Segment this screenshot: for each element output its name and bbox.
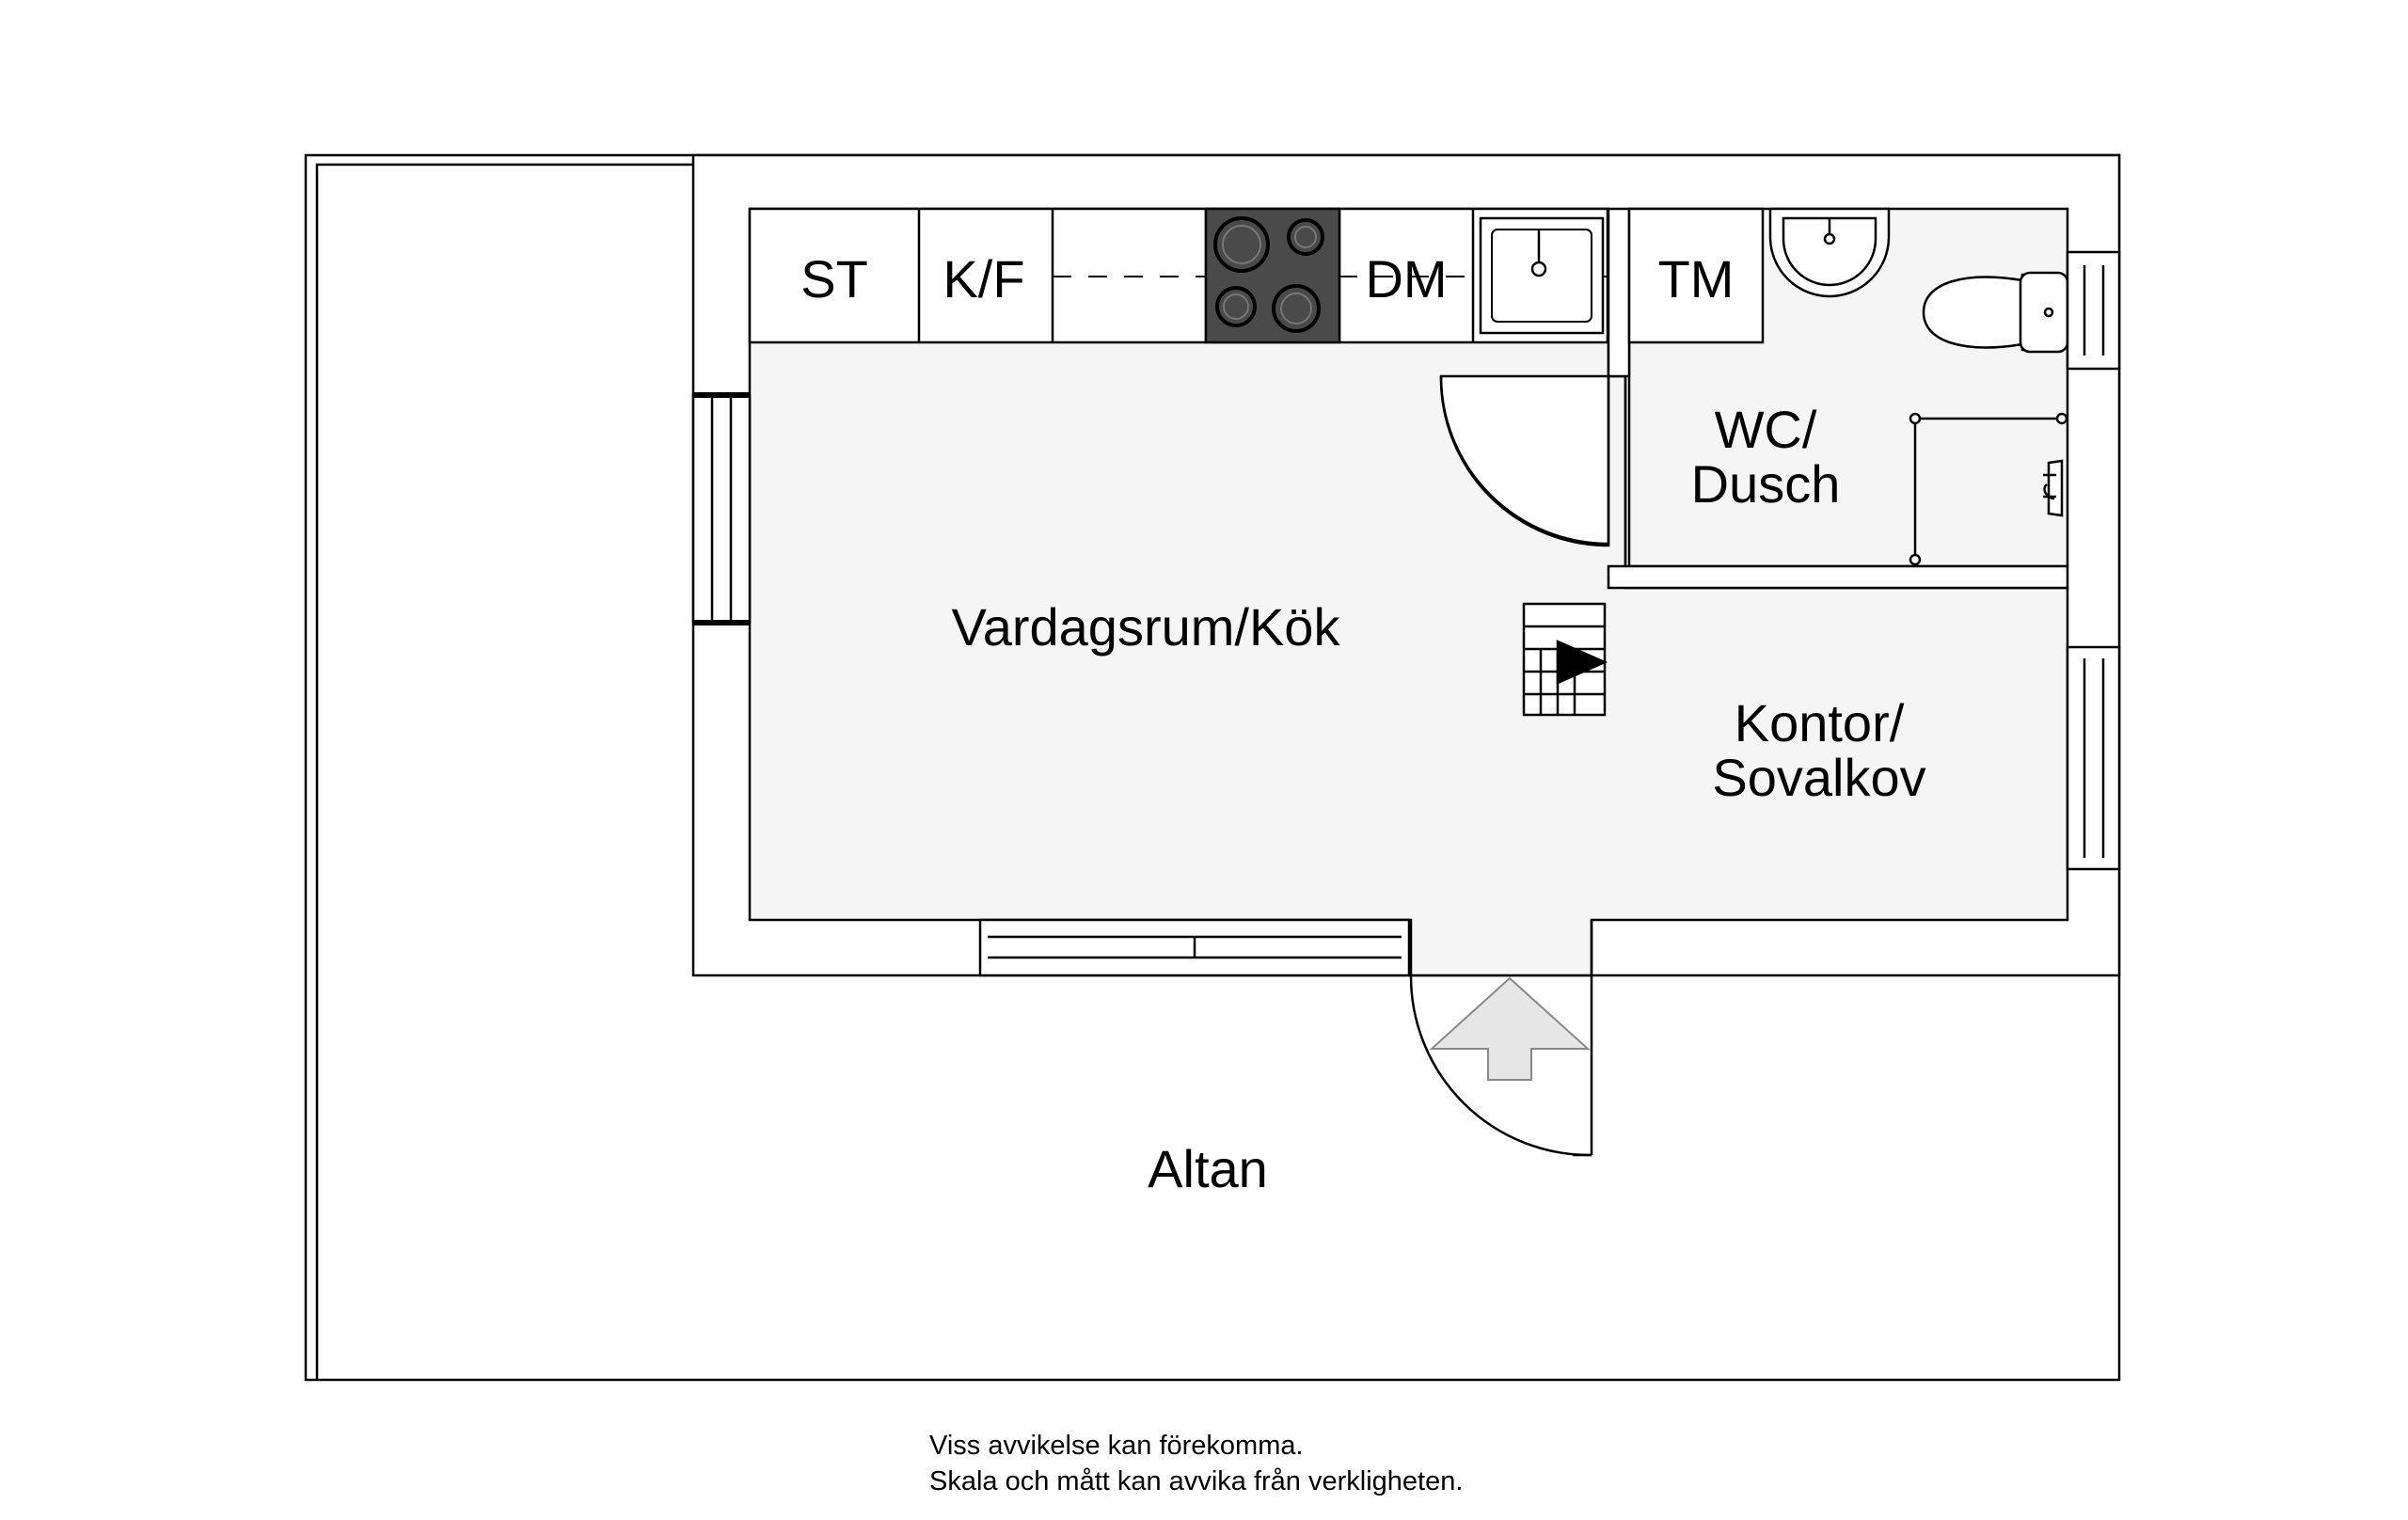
fixture-label-tm: TM [1658, 249, 1735, 309]
room-label-deck: Altan [1148, 1139, 1268, 1198]
wall-wc-office [1607, 564, 2069, 590]
room-label-wc-line2: Dusch [1691, 454, 1841, 514]
disclaimer-line-2: Skala och mått kan avvika från verklighe… [929, 1466, 1464, 1496]
toilet-icon [1922, 271, 2069, 354]
kitchen-counter [748, 207, 1609, 344]
washing-machine [1627, 207, 1765, 344]
fixture-label-kf: K/F [943, 249, 1024, 309]
room-label-wc-line1: WC/ [1715, 400, 1817, 459]
fixture-label-st: ST [800, 249, 868, 309]
entry-arrow-icon [1429, 976, 1591, 1081]
sink-icon [1479, 216, 1605, 335]
disclaimer-line-1: Viss avvikelse kan förekomma. [929, 1431, 1304, 1461]
stove-icon [1204, 207, 1341, 344]
stairs-icon [1522, 602, 1608, 717]
windows [691, 250, 2121, 977]
room-label-living-kitchen: Vardagsrum/Kök [952, 597, 1341, 657]
interior-walls [1607, 207, 1631, 378]
wc-door-swing [1439, 374, 1610, 547]
entry-door-swing [1409, 920, 1593, 1157]
shower-icon [1909, 412, 2068, 566]
wc-sink-icon [1768, 207, 1891, 298]
fixture-label-dm: DM [1365, 249, 1447, 309]
room-label-office-line2: Sovalkov [1712, 748, 1925, 807]
room-label-office-line1: Kontor/ [1735, 693, 1905, 752]
